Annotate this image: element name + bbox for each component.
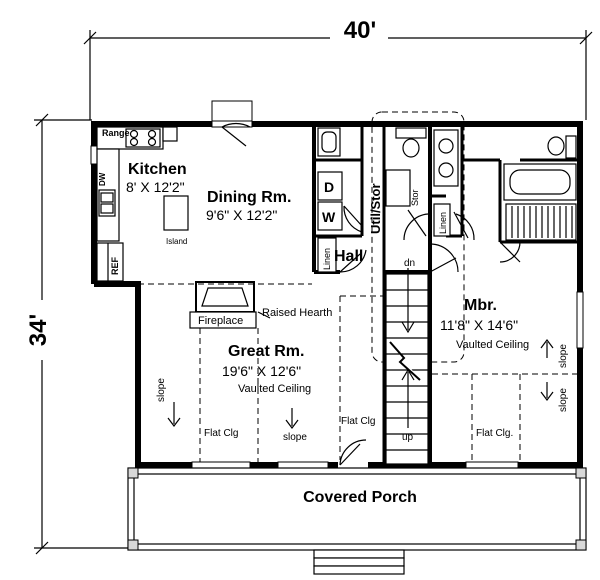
stairs-up-label: up xyxy=(402,432,414,443)
width-dimension: 40' xyxy=(83,16,593,120)
raised-hearth-label: Raised Hearth xyxy=(262,307,332,319)
range-label: Range xyxy=(102,128,130,138)
hall-name: Hall xyxy=(334,248,363,265)
kitchen-door xyxy=(221,123,251,147)
washer: W xyxy=(317,201,343,231)
washer-label: W xyxy=(322,209,336,225)
master-size: 11'8" X 14'6" xyxy=(440,317,518,333)
dw-label: DW xyxy=(98,172,107,186)
flat-clg-label-great-right: Flat Clg xyxy=(341,416,375,427)
master-closet xyxy=(505,203,577,241)
linen-label-hall: Linen xyxy=(322,248,332,270)
linen-closet-hall: Linen xyxy=(317,237,337,273)
slope-label-master-down: slope xyxy=(558,388,569,412)
dining-size: 9'6" X 12'2" xyxy=(206,207,277,223)
range: Range xyxy=(102,128,161,148)
util-stor-label: Util/Stor xyxy=(368,183,383,234)
ceiling-lines xyxy=(138,111,578,462)
fireplace: Fireplace Raised Hearth xyxy=(189,281,332,329)
kitchen-size: 8' X 12'2" xyxy=(126,179,185,195)
front-door xyxy=(338,439,368,470)
great-room-size: 19'6" X 12'6" xyxy=(222,363,301,379)
flat-clg-label-great-left: Flat Clg xyxy=(204,428,238,439)
slope-label-master-up: slope xyxy=(558,344,569,368)
great-room-name: Great Rm. xyxy=(228,343,304,360)
hall-door xyxy=(339,249,367,273)
island-label: Island xyxy=(166,237,187,246)
sink xyxy=(98,189,116,217)
master-ceiling: Vaulted Ceiling xyxy=(456,339,529,351)
util-door xyxy=(343,205,363,233)
porch-name: Covered Porch xyxy=(303,489,417,506)
fireplace-label: Fireplace xyxy=(198,315,243,327)
depth-dimension-label: 34' xyxy=(25,314,52,346)
dining-name: Dining Rm. xyxy=(207,189,291,206)
slope-label-great-left: slope xyxy=(156,378,167,402)
master-door xyxy=(429,241,521,273)
slope-arrow-great-left: slope xyxy=(156,378,181,427)
dryer: D xyxy=(317,171,343,201)
master-name: Mbr. xyxy=(464,297,497,314)
flat-clg-label-master: Flat Clg. xyxy=(476,428,513,439)
stairs: dn up xyxy=(385,258,429,465)
linen-label-bath: Linen xyxy=(438,212,448,234)
slope-label-great-center: slope xyxy=(283,432,307,443)
kitchen-island: Island xyxy=(163,195,189,246)
covered-porch: Covered Porch xyxy=(127,467,587,575)
bath-left-fixtures: Stor xyxy=(317,127,429,241)
stor-label: Stor xyxy=(410,189,420,206)
slope-arrow-great-center: slope xyxy=(283,408,307,443)
refrigerator: REF xyxy=(96,242,124,282)
great-room-ceiling: Vaulted Ceiling xyxy=(238,383,311,395)
bath-right-fixtures: Linen xyxy=(433,129,577,241)
ref-label: REF xyxy=(110,256,120,275)
slope-arrow-master-up: slope xyxy=(540,339,569,368)
dryer-label: D xyxy=(324,179,334,195)
depth-dimension: 34' xyxy=(22,113,130,555)
slope-arrow-master-down: slope xyxy=(540,382,569,412)
interior-walls xyxy=(312,124,580,466)
width-dimension-label: 40' xyxy=(344,17,376,44)
kitchen-name: Kitchen xyxy=(128,161,187,178)
stairs-down-label: dn xyxy=(404,258,415,269)
